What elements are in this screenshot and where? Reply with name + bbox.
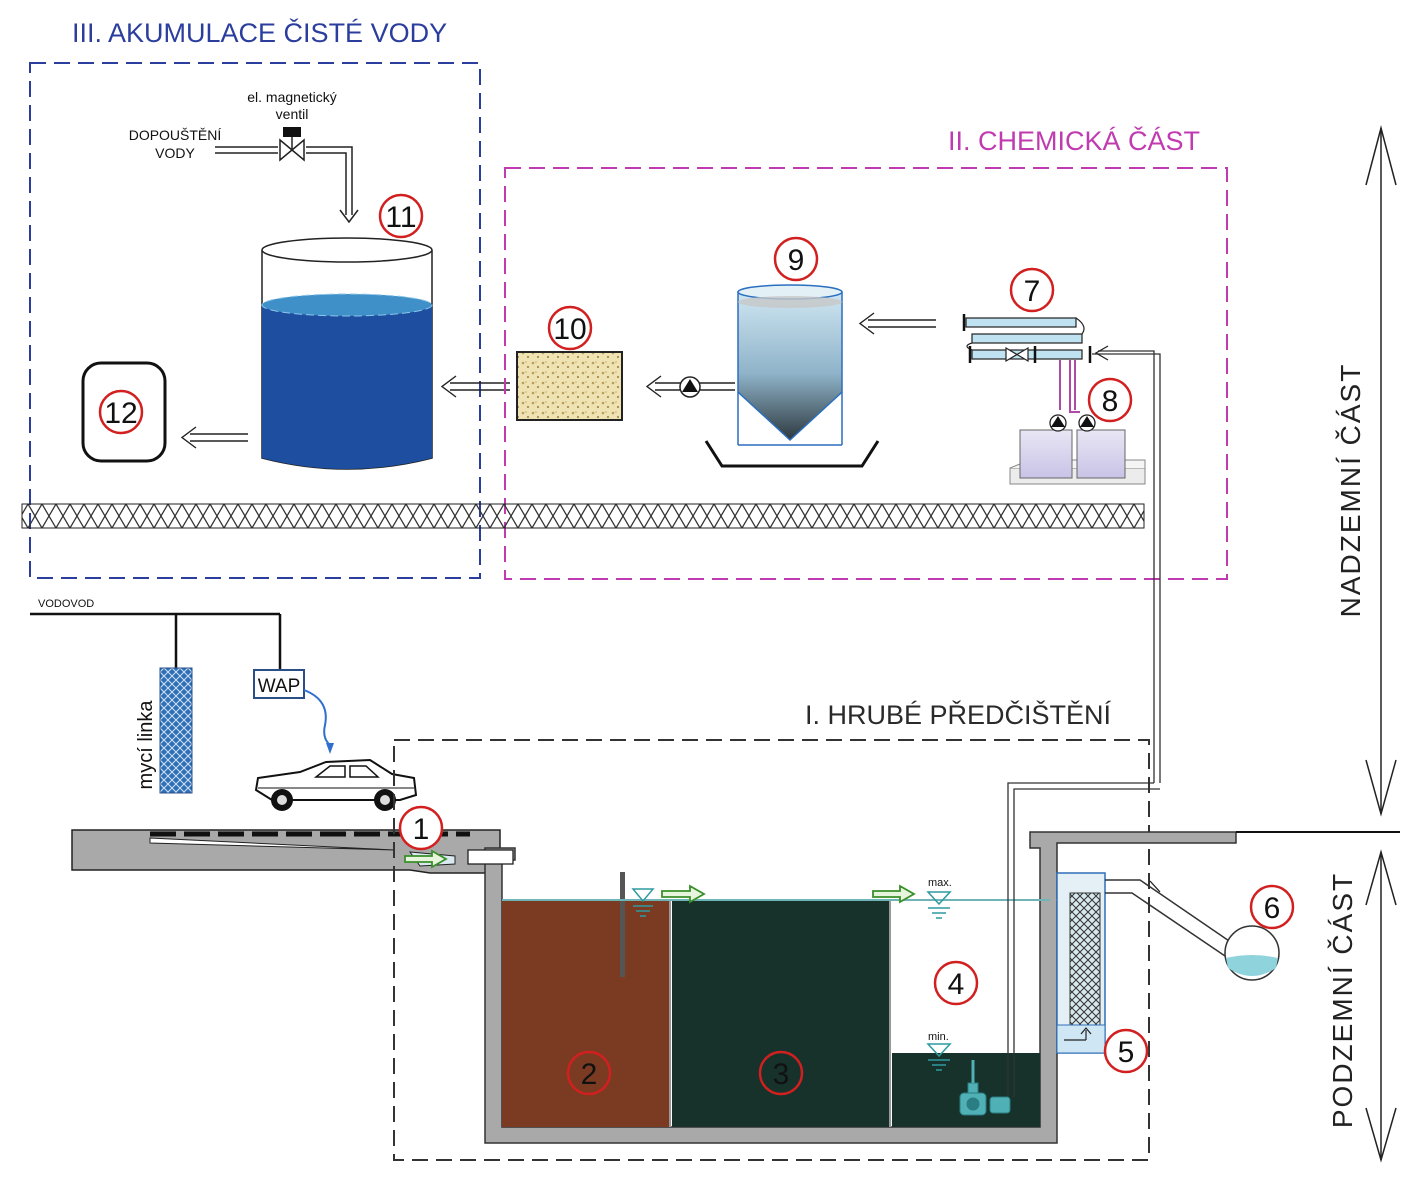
- inlet-pipe: [467, 849, 514, 865]
- valve-label-1: el. magnetický: [247, 89, 336, 105]
- flow-arrows: [404, 849, 916, 904]
- dosing-station-8: [1009, 360, 1146, 485]
- chamber-3-oil-separator: [672, 900, 890, 1127]
- marker-9: 9: [773, 236, 819, 282]
- refill-arrow-icon: [339, 209, 359, 224]
- chamber-4-water: [892, 1053, 1040, 1127]
- svg-text:3: 3: [773, 1058, 790, 1091]
- arrow-filter-to-tank: [440, 375, 510, 398]
- max-label: max.: [928, 877, 952, 889]
- pipe-reactor-7: [962, 314, 1092, 363]
- refill-label-1: DOPOUŠTĚNÍ: [129, 127, 222, 143]
- section-2-chemical: II. CHEMICKÁ ČÁST: [504, 125, 1228, 783]
- baffle-plate: [620, 872, 625, 977]
- vodovod-label: VODOVOD: [38, 598, 94, 610]
- below-ground-dimension: PODZEMNÍ ČÁST: [1327, 849, 1397, 1163]
- sewer-pipe-6: [1224, 925, 1280, 981]
- podzemni-label: PODZEMNÍ ČÁST: [1327, 872, 1358, 1128]
- marker-6: 6: [1249, 884, 1295, 930]
- outlet-pipe: [1105, 879, 1236, 959]
- ground-hatch: [21, 503, 1145, 529]
- marker-12: 12: [98, 389, 144, 435]
- marker-10: 10: [547, 305, 593, 351]
- svg-text:1: 1: [413, 813, 430, 846]
- marker-11: 11: [378, 193, 424, 239]
- svg-text:12: 12: [104, 397, 137, 430]
- section-3-accumulation: III. AKUMULACE ČISTÉ VODY el. magnetický…: [29, 17, 510, 579]
- refill-label-2: VODY: [155, 145, 195, 161]
- clean-water-tank-11: [261, 237, 433, 470]
- arrow-reactor-to-tank: [858, 312, 936, 335]
- level-symbol-icon: [631, 888, 655, 917]
- svg-text:5: 5: [1118, 1036, 1135, 1069]
- marker-1: 1: [398, 805, 444, 851]
- pump-riser-pipe: [1007, 782, 1160, 1097]
- consumer-box-12: [81, 361, 167, 463]
- wap-hose: [303, 689, 331, 746]
- chamber-2-sludge: [502, 900, 670, 1127]
- section-3-title: III. AKUMULACE ČISTÉ VODY: [72, 17, 447, 48]
- water-supply: VODOVOD mycí linka WAP: [30, 598, 501, 874]
- pump-icon: [679, 376, 701, 398]
- svg-text:11: 11: [385, 201, 416, 234]
- section-1-boundary: [393, 739, 1150, 1161]
- svg-text:6: 6: [1264, 892, 1281, 925]
- min-level-symbol-icon: [926, 1043, 952, 1071]
- section-2-boundary: [504, 167, 1228, 580]
- marker-4: 4: [933, 960, 979, 1006]
- svg-text:2: 2: [581, 1058, 598, 1091]
- section-3-boundary: [29, 62, 481, 579]
- sand-filter-10: [516, 351, 623, 421]
- pressure-pipe: [1092, 350, 1161, 783]
- myci-linka-label: mycí linka: [135, 700, 157, 790]
- pressure-arrow-icon: [1094, 345, 1109, 361]
- wash-line-unit: [159, 667, 193, 794]
- section-2-title: II. CHEMICKÁ ČÁST: [948, 125, 1200, 156]
- wap-box: [253, 669, 305, 699]
- svg-text:7: 7: [1024, 275, 1041, 308]
- solenoid-valve-icon: [279, 127, 305, 162]
- filter-unit-5: [1056, 872, 1106, 1054]
- marker-3: 3: [758, 1050, 804, 1096]
- marker-2: 2: [566, 1050, 612, 1096]
- arrow-tank-to-consumer: [180, 426, 248, 449]
- valve-label-2: ventil: [276, 106, 309, 122]
- wap-label: WAP: [258, 676, 301, 697]
- markers: 1 2 3 4 5 6 7 8 9 10 11 12: [98, 193, 1295, 1096]
- svg-text:10: 10: [553, 313, 586, 346]
- nadzemni-label: NADZEMNÍ ČÁST: [1335, 363, 1366, 618]
- svg-text:9: 9: [788, 244, 805, 277]
- submersible-pump-icon: [959, 1060, 1011, 1116]
- marker-8: 8: [1087, 377, 1133, 423]
- wap-nozzle-icon: [326, 743, 334, 754]
- marker-7: 7: [1009, 267, 1055, 313]
- min-label: min.: [928, 1031, 949, 1043]
- above-ground-dimension: NADZEMNÍ ČÁST: [1335, 125, 1397, 817]
- car-icon: [254, 758, 418, 811]
- refill-pipe: [215, 146, 353, 215]
- sedimentation-tank-9: [704, 284, 880, 468]
- svg-text:8: 8: [1102, 385, 1119, 418]
- marker-5: 5: [1103, 1028, 1149, 1074]
- svg-text:4: 4: [948, 968, 965, 1001]
- section-1-pretreatment: I. HRUBÉ PŘEDČIŠTĚNÍ max.: [393, 699, 1400, 1161]
- max-level-symbol-icon: [926, 891, 952, 919]
- section-1-title: I. HRUBÉ PŘEDČIŠTĚNÍ: [805, 699, 1112, 730]
